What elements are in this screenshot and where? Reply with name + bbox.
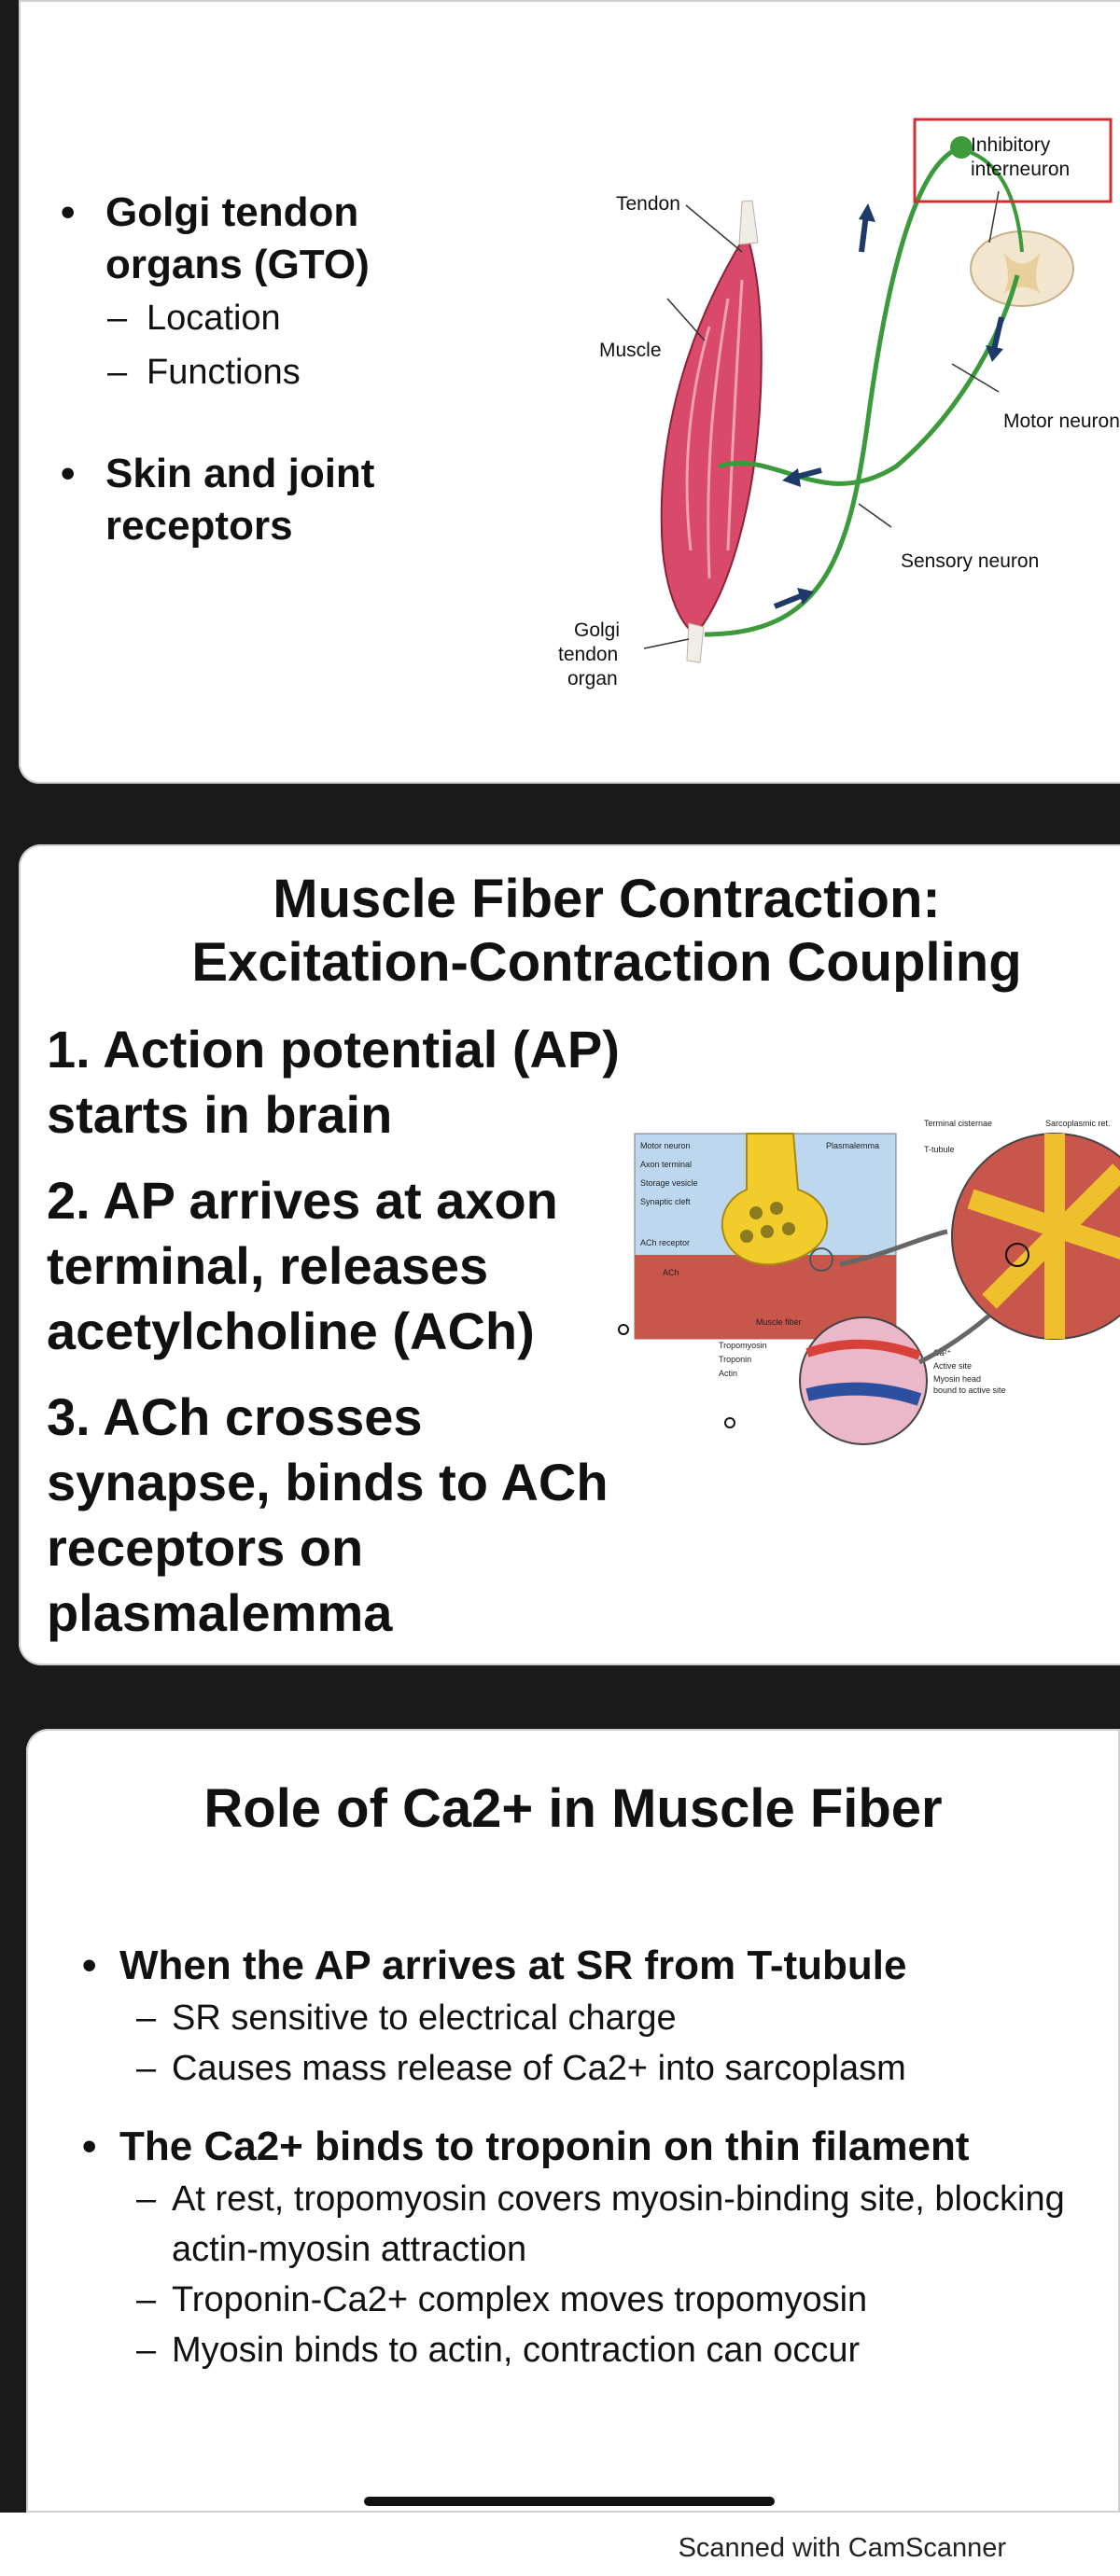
svg-text:Sarcoplasmic ret.: Sarcoplasmic ret.: [1045, 1119, 1111, 1128]
bullet-ap-arrives: •When the AP arrives at SR from T-tubule: [82, 1942, 907, 1988]
sub-bullet-troponin-complex: –Troponin-Ca2+ complex moves tropomyosin: [136, 2280, 868, 2319]
camscanner-watermark: Scanned with CamScanner: [678, 2533, 1006, 2563]
svg-text:Myosin head: Myosin head: [933, 1374, 981, 1384]
slide-title-ec-coupling: Muscle Fiber Contraction: Excitation-Con…: [191, 869, 1022, 993]
slide-gto: •Golgi tendon organs (GTO) –Location –Fu…: [19, 0, 1120, 784]
slide-calcium-role: Role of Ca2+ in Muscle Fiber •When the A…: [26, 1729, 1120, 2513]
label-motor-neuron: Motor neuron: [1003, 411, 1120, 432]
sub-bullet-sr-sensitive: –SR sensitive to electrical charge: [136, 1998, 677, 2038]
sub-bullet-location: –Location: [107, 299, 281, 338]
myofilament-circle: [799, 1316, 928, 1445]
arrow-up-icon: [859, 214, 869, 253]
arrow-right-icon: [773, 592, 805, 609]
svg-text:ACh: ACh: [663, 1268, 679, 1277]
sub-bullet-at-rest: –At rest, tropomyosin covers myosin-bind…: [136, 2179, 1065, 2269]
svg-text:T-tubule: T-tubule: [924, 1145, 955, 1154]
gto-bullet-list: •Golgi tendon organs (GTO) –Location –Fu…: [61, 187, 453, 552]
arrow-to-tubule-icon: [839, 1229, 948, 1267]
svg-text:bound to active site: bound to active site: [933, 1385, 1006, 1395]
tendon-shape: [738, 200, 759, 245]
nmj-diagram: Motor neuron Axon terminal Storage vesic…: [618, 1119, 1120, 1445]
label-sensory-neuron: Sensory neuron: [901, 550, 1039, 572]
svg-text:Motor neuron: Motor neuron: [640, 1141, 691, 1150]
sub-bullet-mass-release: –Causes mass release of Ca2+ into sarcop…: [136, 2049, 906, 2088]
step-1: 1. Action potential (AP) starts in brain: [47, 1020, 620, 1144]
svg-text:Axon terminal: Axon terminal: [640, 1160, 692, 1169]
svg-text:Ca²⁺: Ca²⁺: [933, 1348, 952, 1358]
gto-shape: [686, 622, 705, 663]
arrow-to-filament-icon: [917, 1314, 991, 1365]
sub-bullet-myosin-binds: –Myosin binds to actin, contraction can …: [136, 2331, 861, 2370]
svg-text:Terminal cisternae: Terminal cisternae: [924, 1119, 992, 1128]
ec-step-list: 1. Action potential (AP) starts in brain…: [47, 1017, 625, 1665]
gto-reflex-diagram: Tendon Muscle Golgi tendon organ Inhibit…: [558, 118, 1120, 689]
inhibitory-interneuron-box: [913, 118, 1113, 203]
label-inhibitory-2: interneuron: [971, 159, 1070, 180]
motor-neuron-path: [718, 274, 1020, 486]
arrow-down-icon: [991, 316, 1004, 351]
bullet-skin-joint: •Skin and joint receptors: [61, 451, 375, 549]
svg-text:Synaptic cleft: Synaptic cleft: [640, 1197, 691, 1206]
svg-text:Actin: Actin: [719, 1369, 737, 1378]
sensory-neuron-path: [704, 146, 959, 637]
footer: Scanned with CamScanner: [0, 2513, 1120, 2576]
svg-text:Storage vesicle: Storage vesicle: [640, 1178, 698, 1188]
label-gto-3: organ: [567, 668, 618, 689]
slide-title-calcium: Role of Ca2+ in Muscle Fiber: [203, 1778, 943, 1839]
svg-text:Active site: Active site: [933, 1361, 972, 1371]
svg-text:Plasmalemma: Plasmalemma: [826, 1141, 879, 1150]
label-gto-2: tendon: [558, 644, 618, 665]
svg-text:ACh receptor: ACh receptor: [640, 1238, 690, 1247]
svg-text:Muscle fiber: Muscle fiber: [756, 1317, 802, 1327]
bullet-gto: •Golgi tendon organs (GTO): [61, 189, 370, 287]
label-tendon: Tendon: [616, 193, 680, 215]
calcium-bullet-list: •When the AP arrives at SR from T-tubule…: [82, 1939, 1109, 2375]
sub-bullet-functions: –Functions: [107, 353, 301, 392]
step-2: 2. AP arrives at axon terminal, releases…: [47, 1171, 558, 1360]
step-3: 3. ACh crosses synapse, binds to ACh rec…: [47, 1387, 609, 1642]
label-muscle: Muscle: [599, 340, 662, 361]
label-gto-1: Golgi: [574, 620, 620, 641]
label-inhibitory-1: Inhibitory: [971, 134, 1051, 156]
bullet-ca-binds: •The Ca2+ binds to troponin on thin fila…: [82, 2123, 970, 2169]
slide-excitation-contraction: Muscle Fiber Contraction: Excitation-Con…: [19, 844, 1120, 1665]
home-indicator[interactable]: [364, 2497, 775, 2506]
svg-text:Tropomyosin: Tropomyosin: [719, 1341, 767, 1350]
svg-text:Troponin: Troponin: [719, 1355, 751, 1364]
